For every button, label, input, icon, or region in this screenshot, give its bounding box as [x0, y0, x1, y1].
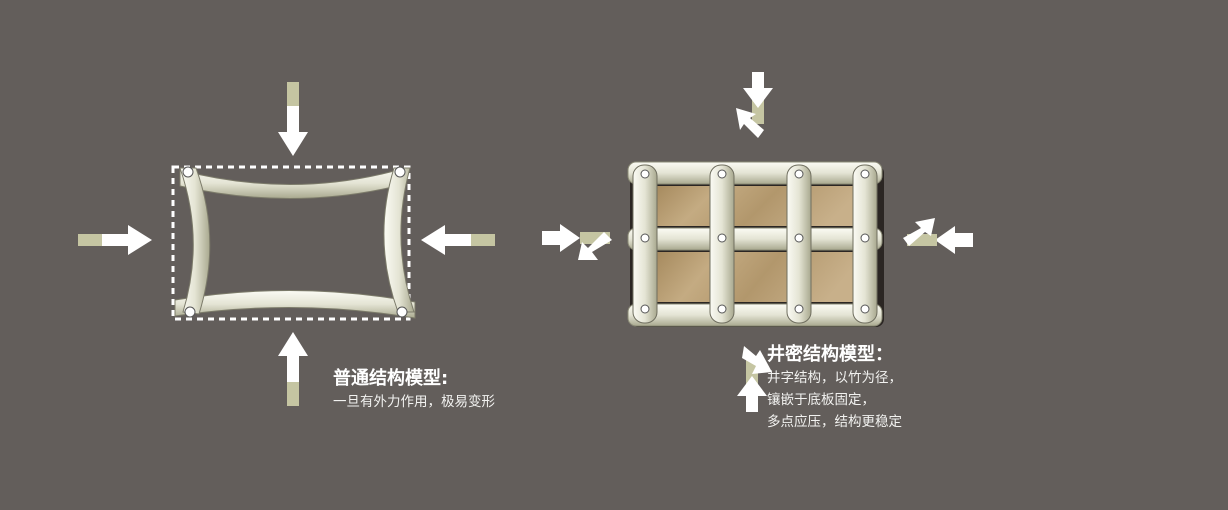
- vertical-bar: [852, 164, 878, 324]
- normal-model-caption: 普通结构模型: 一旦有外力作用，极易变形: [333, 367, 495, 413]
- vertical-bar: [786, 164, 812, 324]
- force-arrows-normal: [78, 82, 495, 406]
- rivet: [396, 306, 408, 318]
- normal-model-title: 普通结构模型:: [333, 368, 449, 389]
- dense-model-line: 镶嵌于底板固定，: [767, 392, 875, 408]
- horizontal-bar: [627, 227, 883, 251]
- dense-model-frame: [627, 161, 884, 327]
- original-shape-outline: [171, 165, 411, 321]
- left-bent-bar: [179, 167, 211, 315]
- normal-model-line: 一旦有外力作用，极易变形: [333, 394, 495, 410]
- normal-model-frame: [171, 165, 416, 321]
- deflected-arrow-bottom-icon: [737, 346, 772, 412]
- bottom-bent-bar: [174, 290, 416, 319]
- arrow-right-icon: [78, 225, 152, 255]
- arrow-left-icon: [421, 225, 495, 255]
- horizontal-bar: [627, 303, 883, 327]
- deflected-arrow-left-icon: [542, 224, 612, 260]
- right-bent-bar: [383, 167, 415, 313]
- rivet: [394, 166, 406, 178]
- dense-model-caption: 井密结构模型： 井字结构，以竹为径， 镶嵌于底板固定， 多点应压，结构更稳定: [767, 343, 902, 433]
- rivet: [182, 166, 194, 178]
- arrow-down-icon: [278, 82, 308, 156]
- dense-model-line: 井字结构，以竹为径，: [767, 370, 902, 386]
- top-bent-bar: [179, 167, 406, 199]
- arrow-up-icon: [278, 332, 308, 406]
- wood-panel: [656, 186, 858, 226]
- vertical-bar: [632, 164, 658, 324]
- force-arrows-dense: [542, 72, 973, 412]
- dense-model-title: 井密结构模型：: [767, 344, 893, 365]
- vertical-bar: [709, 164, 735, 324]
- wood-panel: [656, 252, 858, 302]
- horizontal-bar: [627, 161, 883, 185]
- deflected-arrow-top-icon: [736, 72, 773, 138]
- deflected-arrow-right-icon: [903, 218, 973, 254]
- rivet: [184, 306, 196, 318]
- dense-model-line: 多点应压，结构更稳定: [767, 414, 902, 430]
